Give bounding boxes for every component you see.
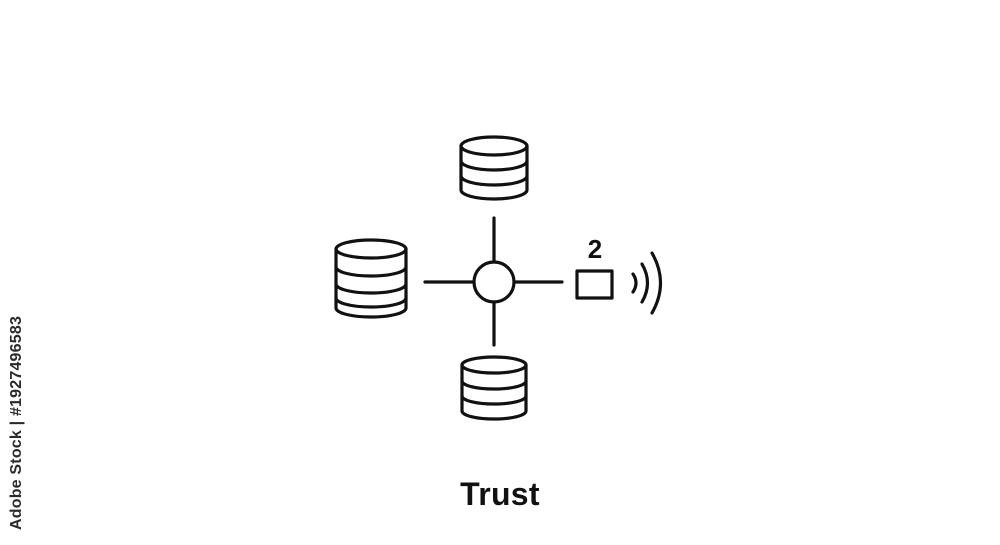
database-icon	[460, 355, 528, 421]
device-box	[575, 269, 614, 300]
connector-lines	[423, 216, 564, 347]
network-hub-icon	[472, 260, 516, 304]
device-badge: 2	[588, 234, 602, 264]
stock-id-label: Adobe Stock | #1927496583	[8, 315, 25, 530]
diagram-caption: Trust	[460, 476, 540, 512]
database-icon	[459, 135, 529, 201]
wireless-device-icon: 2	[575, 234, 662, 315]
signal-waves-icon	[631, 251, 662, 315]
database-icon	[334, 238, 408, 319]
